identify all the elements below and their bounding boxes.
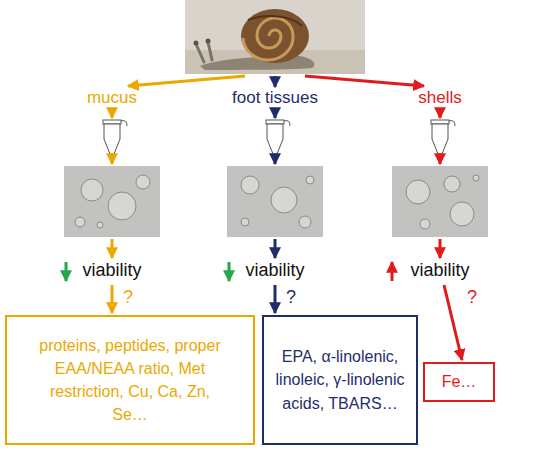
flow-arrow [439, 239, 442, 258]
cell-image [227, 166, 323, 237]
flow-arrow [444, 285, 462, 360]
flow-arrow [111, 239, 114, 258]
factor-box: EPA, α-linolenic, linoleic, γ-linolenic … [262, 315, 418, 445]
question-mark: ? [467, 287, 477, 309]
sample-label: mucus [87, 88, 137, 108]
snail-photo [185, 0, 365, 74]
cell-image [392, 166, 488, 237]
flow-arrow [111, 110, 114, 118]
factor-box: proteins, peptides, proper EAA/NEAA rati… [5, 315, 255, 445]
flow-arrow [274, 239, 277, 258]
decrease-arrow [228, 262, 231, 281]
sample-label: shells [418, 88, 461, 108]
result-label: viability [410, 260, 469, 282]
flow-arrow [128, 76, 245, 86]
flow-arrow [274, 110, 277, 118]
tube-icon [103, 120, 127, 154]
tube-icon [431, 120, 455, 154]
question-mark: ? [123, 287, 133, 309]
decrease-arrow [65, 262, 68, 281]
flow-arrow [274, 285, 277, 313]
flow-arrow [111, 155, 114, 164]
question-mark: ? [286, 287, 296, 309]
result-label: viability [245, 260, 304, 282]
flow-arrow [305, 76, 424, 86]
factor-text: Fe… [442, 370, 477, 393]
flow-arrow [439, 155, 442, 164]
factor-text: proteins, peptides, proper EAA/NEAA rati… [33, 334, 227, 427]
factor-text: EPA, α-linolenic, linoleic, γ-linolenic … [272, 345, 408, 415]
flow-arrow [439, 110, 442, 118]
flow-arrow [274, 155, 277, 164]
flow-arrow [274, 76, 277, 87]
factor-box: Fe… [423, 362, 495, 402]
increase-arrow [391, 262, 394, 281]
cell-image [64, 166, 160, 237]
sample-label: foot tissues [232, 88, 318, 108]
flow-arrow [111, 285, 114, 313]
tube-icon [266, 120, 290, 154]
result-label: viability [82, 260, 141, 282]
